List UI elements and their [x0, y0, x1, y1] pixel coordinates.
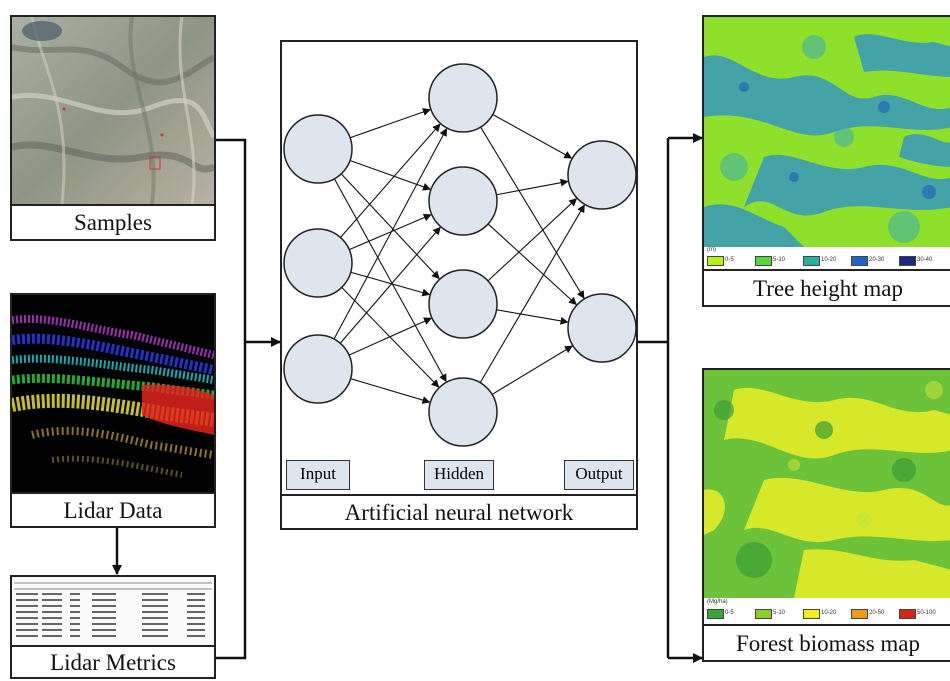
hidden-node-3: [428, 269, 498, 339]
tree-height-map-image: [704, 17, 950, 247]
tree-height-map-caption: Tree height map: [704, 269, 950, 305]
output-node-2: [567, 293, 636, 363]
tree-height-legend-label-2: 5-10: [773, 257, 786, 263]
ann-caption: Artificial neural network: [282, 494, 636, 528]
edge-hidden-2-output-1: [496, 178, 569, 196]
hidden-node-2: [428, 166, 498, 236]
forest-biomass-legend-label-3: 10-20: [821, 610, 837, 616]
lidar-data-caption: Lidar Data: [12, 492, 214, 526]
forest-biomass-map-caption: Forest biomass map: [704, 624, 950, 660]
edge-hidden-3-output-2: [496, 309, 569, 325]
edge-hidden-1-output-1: [492, 113, 573, 159]
input-node-2: [283, 228, 353, 298]
forest-biomass-map-image: [704, 370, 950, 598]
tree-height-legend-swatch-4: [851, 256, 868, 266]
tree-height-legend-label-4: 20-30: [869, 257, 885, 263]
tree-height-legend-label-3: 10-20: [821, 257, 837, 263]
edge-input-2-hidden-2: [349, 213, 432, 251]
forest-biomass-legend-swatch-2: [755, 609, 772, 619]
edge-input-1-hidden-1: [349, 108, 431, 139]
edge-input-1-hidden-2: [349, 159, 431, 191]
output-node-1: [567, 140, 636, 210]
samples-panel: Samples: [10, 15, 216, 241]
tree-height-legend-swatch-2: [755, 256, 772, 266]
forest-biomass-legend: (Mg/ha) 0-5 5-10 10-20 20-50 50-100: [704, 598, 950, 624]
forest-biomass-legend-label-2: 5-10: [773, 610, 786, 616]
metrics-connector: [215, 342, 247, 660]
input-layer-label: Input: [286, 460, 350, 490]
forest-biomass-legend-label-4: 20-50: [869, 610, 885, 616]
samples-caption: Samples: [12, 204, 214, 239]
forest-biomass-legend-label-5: 50-100: [917, 610, 936, 616]
tree-height-legend-swatch-1: [707, 256, 724, 266]
input-node-3: [283, 334, 353, 404]
tree-height-map-panel: (m) 0-5 5-10 10-20 20-30 30-40 Tree height m…: [702, 15, 950, 307]
lidar-point-cloud-image: [12, 295, 214, 492]
tree-height-legend-label-1: 0-5: [725, 257, 734, 263]
tree-height-legend-swatch-3: [803, 256, 820, 266]
edge-hidden-1-output-2: [480, 126, 585, 299]
lidar-metrics-table-image: [12, 577, 214, 645]
input-node-1: [283, 114, 353, 184]
hidden-layer-label: Hidden: [424, 460, 494, 490]
tree-height-legend: (m) 0-5 5-10 10-20 20-30 30-40: [704, 247, 950, 269]
output-layer-label: Output: [564, 460, 634, 490]
lidar-metrics-caption: Lidar Metrics: [12, 645, 214, 677]
forest-biomass-legend-label-1: 0-5: [725, 610, 734, 616]
edge-input-2-hidden-1: [340, 123, 441, 238]
edge-input-3-hidden-1: [333, 127, 447, 340]
ann-panel: Input Hidden Output Artificial neural ne…: [280, 40, 638, 530]
edge-input-3-hidden-2: [339, 226, 441, 344]
edge-input-3-hidden-4: [350, 378, 431, 404]
edge-input-1-hidden-4: [333, 178, 447, 383]
samples-satellite-image: [12, 17, 214, 204]
lidar-data-panel: Lidar Data: [10, 293, 216, 528]
edge-input-2-hidden-3: [350, 271, 431, 297]
tree-height-legend-unit: (m): [707, 247, 716, 253]
edge-input-3-hidden-3: [348, 317, 432, 356]
forest-biomass-map-panel: (Mg/ha) 0-5 5-10 10-20 20-50 50-100 Forest b…: [702, 368, 950, 662]
hidden-node-1: [428, 63, 498, 133]
tree-height-legend-label-5: 30-40: [917, 257, 933, 263]
hidden-node-4: [428, 377, 498, 447]
edge-hidden-4-output-1: [479, 204, 585, 383]
tree-height-legend-swatch-5: [899, 256, 916, 266]
neural-network-graph: [283, 63, 636, 447]
edge-input-1-hidden-3: [340, 173, 440, 280]
samples-connector: [215, 138, 247, 342]
forest-biomass-legend-unit: (Mg/ha): [707, 599, 728, 605]
forest-biomass-legend-swatch-5: [899, 609, 916, 619]
edge-hidden-4-output-2: [491, 345, 573, 395]
lidar-metrics-panel: Lidar Metrics: [10, 575, 216, 679]
edge-hidden-2-output-2: [487, 223, 577, 306]
forest-biomass-legend-swatch-1: [707, 609, 724, 619]
forest-biomass-legend-swatch-4: [851, 609, 868, 619]
forest-biomass-legend-swatch-3: [803, 609, 820, 619]
edge-hidden-3-output-1: [487, 198, 578, 282]
